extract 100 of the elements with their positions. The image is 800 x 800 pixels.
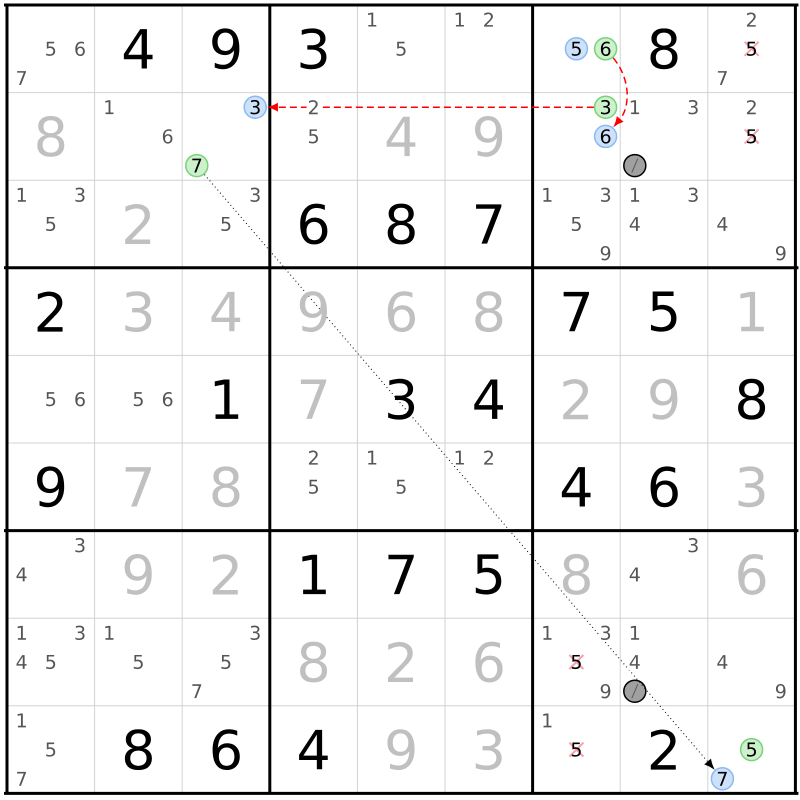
solved-digit: 8 bbox=[562, 554, 590, 595]
given-digit: 4 bbox=[474, 380, 503, 419]
solved-digit: 4 bbox=[386, 116, 416, 156]
candidate-digit: 3 bbox=[686, 537, 700, 554]
eliminated-candidate: 5 bbox=[744, 40, 760, 57]
solved-digit: 9 bbox=[475, 116, 502, 157]
candidate-digit: 6 bbox=[72, 40, 88, 57]
highlighted-candidate: 3 bbox=[594, 95, 618, 119]
candidate-digit: 1 bbox=[452, 12, 467, 28]
given-digit: 8 bbox=[650, 28, 678, 70]
candidate-digit: 3 bbox=[248, 186, 262, 203]
candidate-digit: 3 bbox=[598, 186, 613, 203]
solved-digit: 8 bbox=[212, 466, 240, 508]
candidate-digit: 4 bbox=[628, 654, 642, 670]
solved-digit: 8 bbox=[475, 291, 502, 332]
candidate-digit: 3 bbox=[686, 99, 700, 116]
candidate-digit: 3 bbox=[72, 537, 88, 554]
highlighted-candidate: 5 bbox=[564, 37, 588, 61]
candidate-digit: 2 bbox=[744, 12, 759, 28]
solved-digit: 1 bbox=[740, 292, 764, 332]
candidate-digit: 1 bbox=[102, 99, 116, 116]
highlighted-candidate: 7 bbox=[710, 767, 734, 791]
solved-digit: 6 bbox=[738, 554, 766, 595]
candidate-digit: 4 bbox=[14, 654, 29, 670]
solved-digit: 2 bbox=[388, 642, 413, 682]
given-digit: 1 bbox=[302, 554, 326, 594]
given-digit: 9 bbox=[37, 466, 64, 508]
solved-digit: 6 bbox=[475, 642, 503, 682]
candidate-digit: 9 bbox=[774, 245, 788, 262]
candidate-digit: 1 bbox=[14, 712, 29, 728]
given-digit: 2 bbox=[38, 292, 63, 332]
candidate-digit: 1 bbox=[364, 12, 380, 28]
given-digit: 6 bbox=[212, 729, 240, 770]
candidate-digit: 2 bbox=[744, 99, 759, 116]
candidate-digit: 9 bbox=[598, 245, 613, 262]
candidate-digit: 4 bbox=[715, 654, 730, 670]
candidate-digit: 5 bbox=[44, 391, 58, 408]
candidate-digit: 1 bbox=[452, 450, 467, 466]
candidate-digit: 6 bbox=[72, 391, 88, 408]
candidate-digit: 6 bbox=[160, 128, 175, 145]
highlighted-candidate: 6 bbox=[594, 124, 618, 148]
candidate-digit: 3 bbox=[72, 624, 88, 641]
given-digit: 8 bbox=[738, 378, 766, 420]
given-digit: 9 bbox=[212, 28, 240, 70]
solved-digit: 9 bbox=[300, 291, 327, 332]
candidate-digit: 1 bbox=[102, 624, 116, 641]
given-digit: 4 bbox=[299, 730, 328, 770]
solved-digit: 3 bbox=[125, 291, 152, 332]
eliminated-candidate: 5 bbox=[568, 742, 584, 758]
candidate-digit: 2 bbox=[482, 450, 496, 466]
candidate-digit: 4 bbox=[14, 566, 29, 582]
solved-digit: 7 bbox=[126, 467, 151, 506]
candidate-digit: 7 bbox=[14, 70, 29, 86]
candidate-digit: 5 bbox=[394, 40, 408, 57]
marker-dot bbox=[623, 679, 647, 703]
candidate-digit: 1 bbox=[540, 186, 554, 203]
solved-digit: 9 bbox=[387, 729, 415, 770]
highlighted-candidate: 7 bbox=[185, 154, 209, 178]
solved-digit: 3 bbox=[738, 466, 764, 508]
given-digit: 3 bbox=[388, 378, 414, 420]
given-digit: 6 bbox=[650, 466, 678, 508]
given-digit: 5 bbox=[476, 554, 502, 594]
candidate-digit: 9 bbox=[598, 683, 613, 700]
arrow bbox=[269, 103, 594, 112]
given-digit: 2 bbox=[650, 730, 676, 770]
solved-digit: 8 bbox=[300, 642, 328, 682]
candidate-digit: 5 bbox=[306, 128, 321, 144]
candidate-digit: 2 bbox=[306, 450, 321, 466]
candidate-digit: 4 bbox=[715, 216, 730, 232]
candidate-digit: 2 bbox=[306, 99, 321, 116]
eliminated-candidate: 5 bbox=[744, 128, 760, 144]
candidate-digit: 2 bbox=[482, 12, 496, 28]
candidate-digit: 5 bbox=[394, 478, 408, 495]
candidate-digit: 5 bbox=[44, 40, 58, 57]
solved-digit: 2 bbox=[125, 204, 150, 244]
candidate-digit: 5 bbox=[306, 478, 321, 495]
given-digit: 7 bbox=[564, 292, 589, 332]
solved-digit: 9 bbox=[124, 554, 152, 595]
given-digit: 6 bbox=[300, 204, 328, 244]
solved-digit: 2 bbox=[563, 379, 588, 420]
candidate-digit: 1 bbox=[14, 624, 29, 641]
solved-digit: 8 bbox=[37, 116, 64, 157]
candidate-digit: 1 bbox=[14, 186, 29, 203]
candidate-digit: 1 bbox=[364, 450, 380, 466]
candidate-digit: 7 bbox=[14, 770, 29, 787]
given-digit: 4 bbox=[562, 467, 591, 506]
given-digit: 3 bbox=[300, 28, 326, 70]
solved-digit: 3 bbox=[476, 729, 502, 770]
given-digit: 4 bbox=[124, 29, 153, 68]
candidate-digit: 5 bbox=[131, 391, 146, 408]
highlighted-candidate: 5 bbox=[740, 738, 764, 762]
given-digit: 7 bbox=[388, 554, 414, 594]
given-digit: 5 bbox=[651, 292, 676, 332]
highlighted-candidate: 6 bbox=[594, 37, 618, 61]
candidate-digit: 1 bbox=[540, 712, 554, 728]
solved-digit: 4 bbox=[211, 292, 240, 332]
given-digit: 7 bbox=[476, 204, 502, 244]
given-digit: 1 bbox=[214, 380, 238, 419]
candidate-digit: 7 bbox=[715, 70, 730, 86]
solved-digit: 7 bbox=[300, 380, 326, 419]
